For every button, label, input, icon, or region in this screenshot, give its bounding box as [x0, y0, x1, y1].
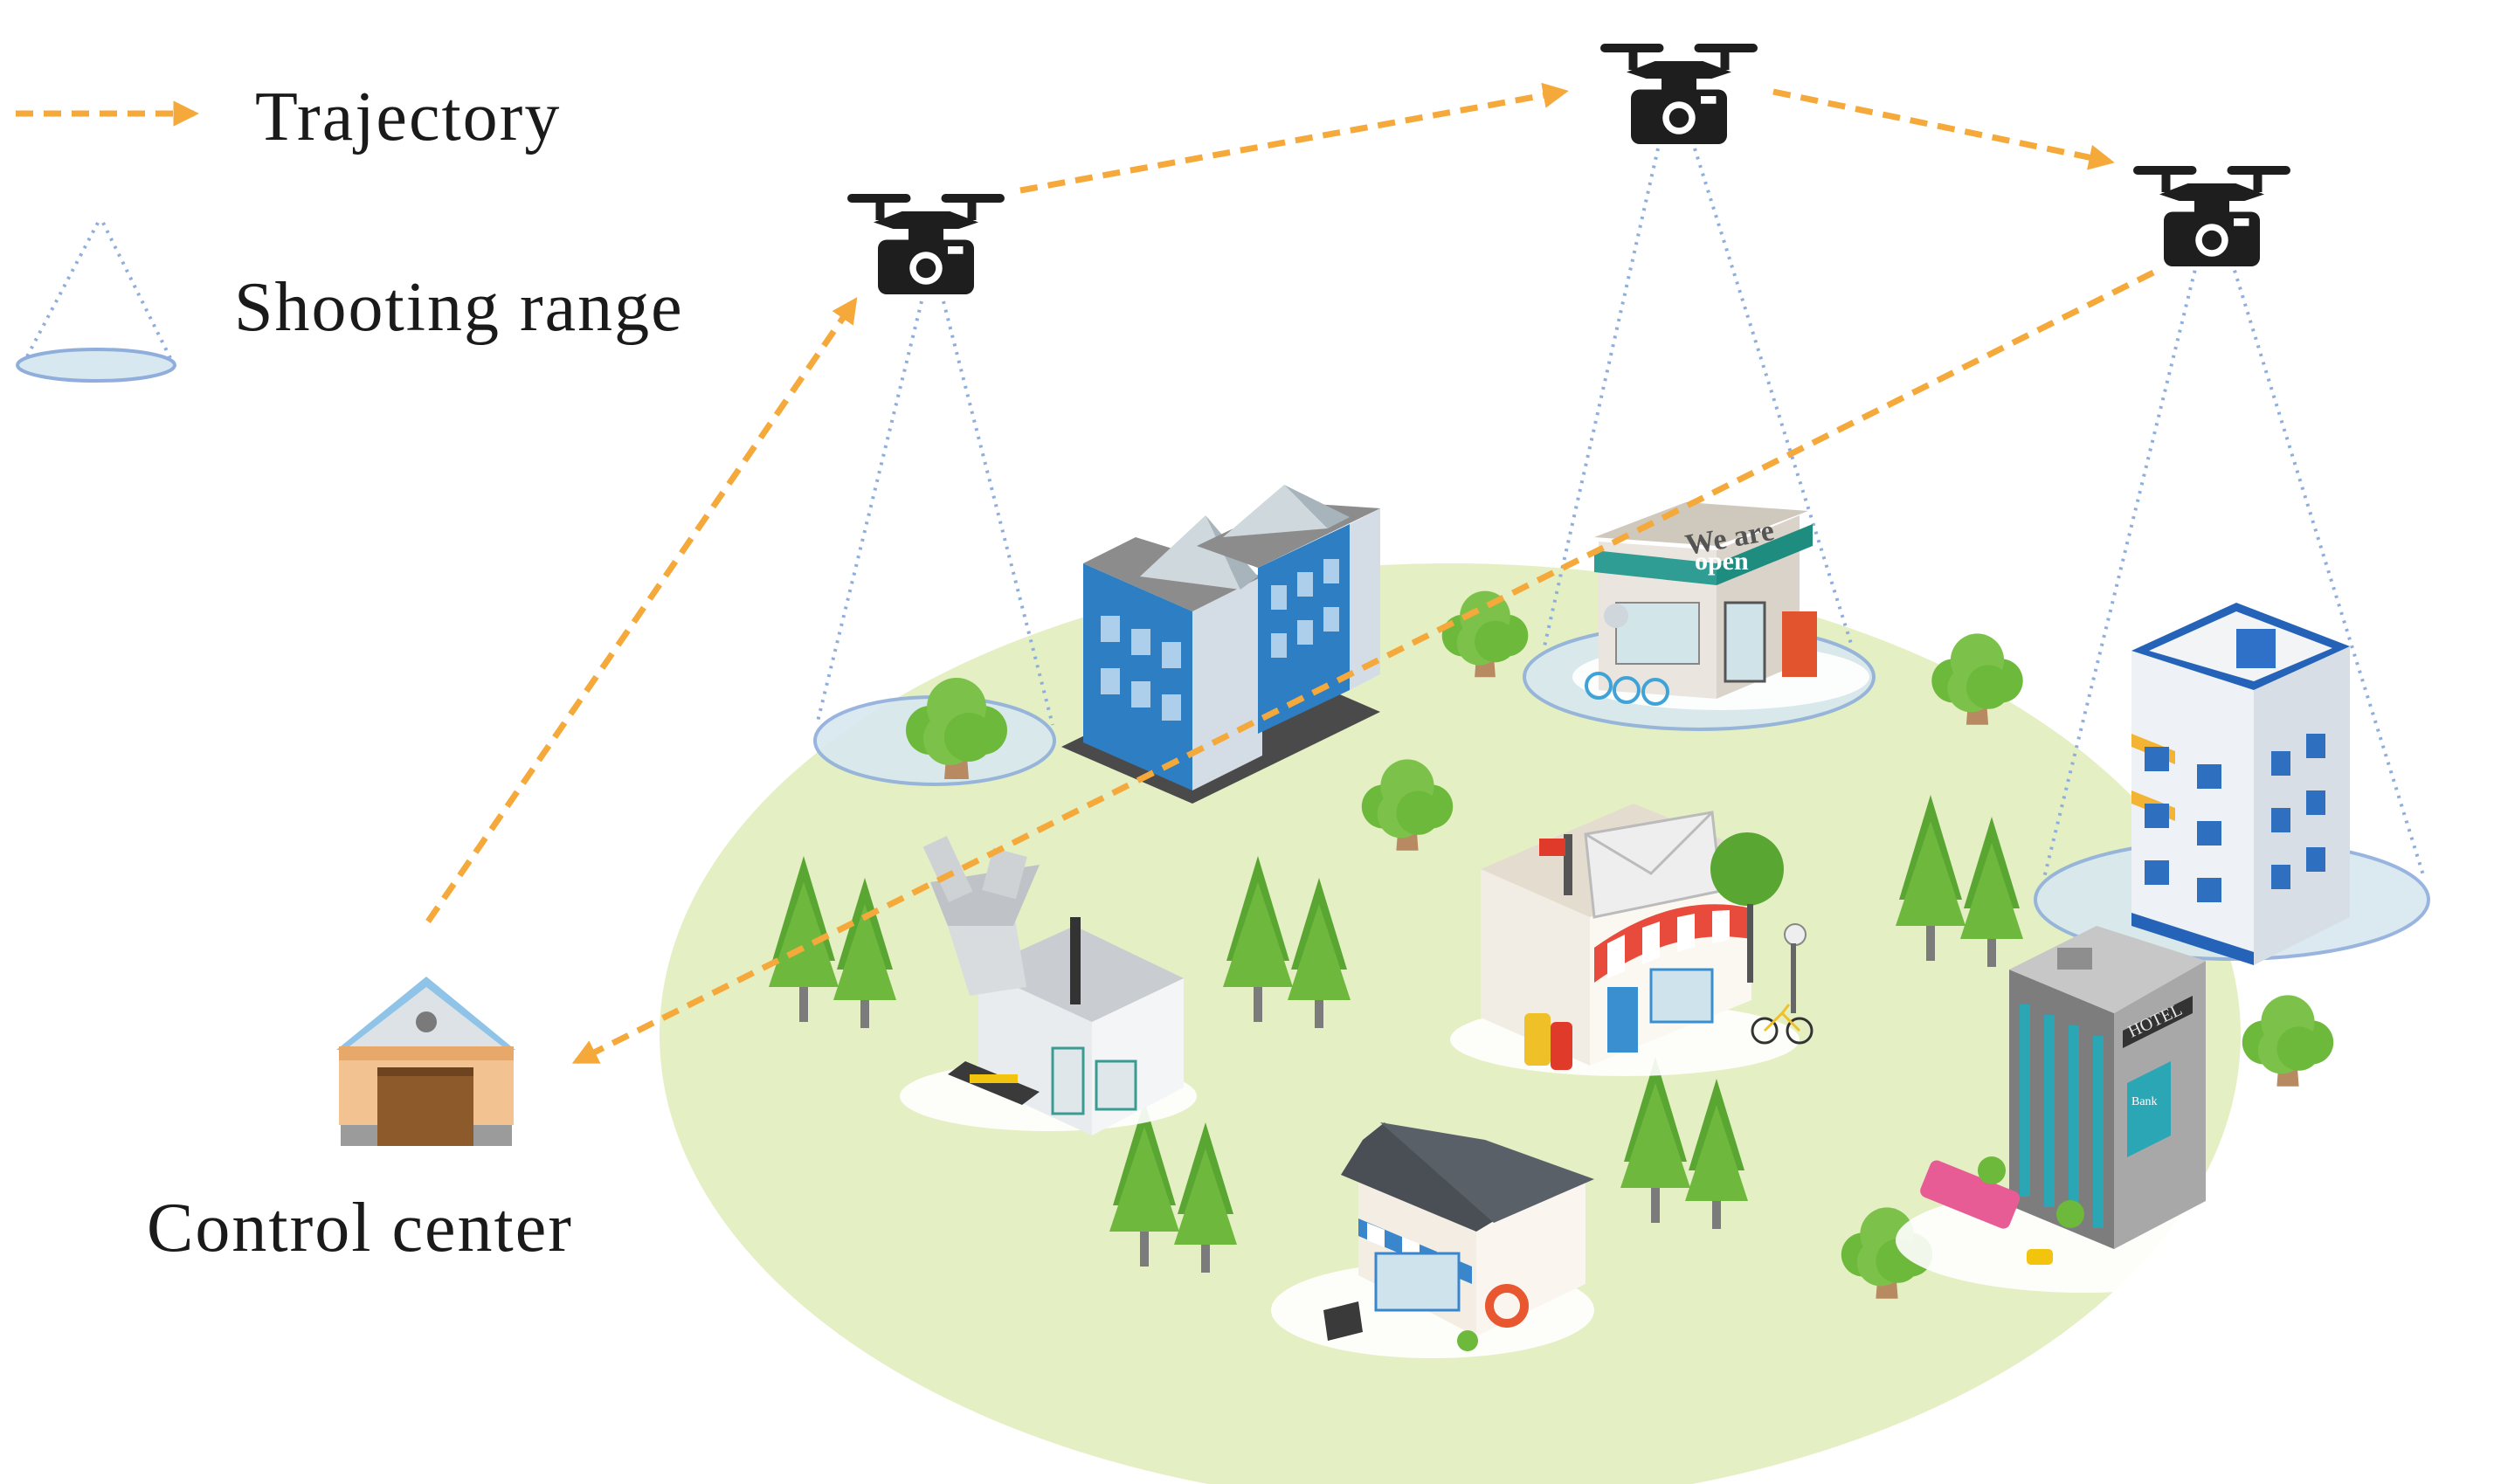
- office-building-icon: [1061, 485, 1380, 804]
- drone-camera-icon: [847, 194, 1005, 294]
- bank-sign: Bank: [2131, 1095, 2158, 1108]
- shooting-range-legend-icon: [16, 222, 176, 383]
- legend: Trajectory Shooting range: [16, 79, 684, 383]
- warehouse-icon: [336, 977, 515, 1146]
- tree-icon: [2242, 995, 2333, 1086]
- shop-open-icon: open We are: [1572, 502, 1869, 710]
- cafe-house-icon: [1271, 1122, 1594, 1358]
- post-office-icon: [1450, 804, 1814, 1076]
- hotel-building-icon: HOTEL Bank: [1896, 926, 2271, 1293]
- trajectory-legend-label: Trajectory: [255, 79, 561, 155]
- factory-icon: [900, 835, 1197, 1135]
- trajectory-path: [425, 82, 2155, 1065]
- drone-camera-icon: [1600, 44, 1758, 144]
- drone-camera-icon: [2133, 166, 2290, 266]
- shooting-range-legend-label: Shooting range: [234, 269, 684, 346]
- apartment-building-icon: [2131, 603, 2350, 965]
- open-sign: open: [1695, 547, 1749, 576]
- control-center-label: Control center: [147, 1190, 573, 1267]
